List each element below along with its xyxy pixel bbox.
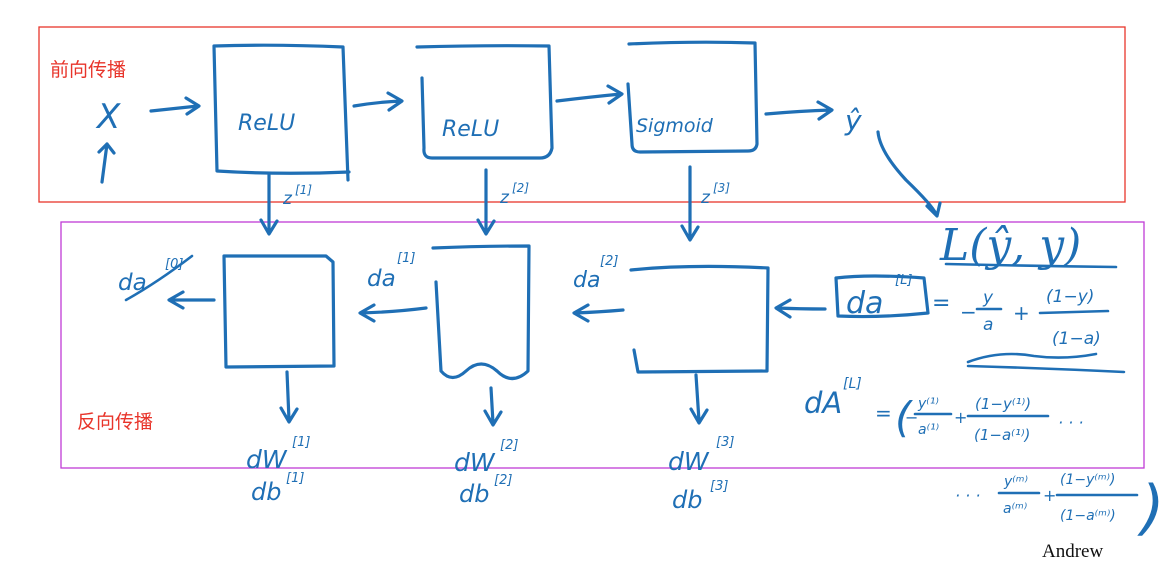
input-x: X [95,97,121,137]
dA-t3-num: y⁽ᵐ⁾ [1003,474,1028,490]
input-arrow-up [97,142,116,184]
forward-box-2-label: ReLU [442,117,499,142]
backward-da-L: da [846,286,883,321]
formula-t2-bar [1038,309,1110,315]
grad-db-2: db [459,480,489,508]
arrow-yhat-to-loss [876,130,942,218]
dA-dots-1: · · · [1058,413,1083,432]
grad-arrow-3 [689,373,709,425]
dA-t2-den: (1−a⁽¹⁾) [974,426,1030,444]
cache-z-3: z [700,188,711,208]
arrow-daL-to-box3 [774,298,827,319]
formula-minus: − [960,300,977,324]
dA-plus-2: + [1043,486,1056,505]
arrow-relu1-to-relu2 [352,91,404,112]
dA-open-paren: ( [895,393,913,442]
dA-minus-1: − [905,408,918,427]
grad-dw-3: dW [668,447,710,476]
forward-box-1-label: ReLU [238,111,295,136]
cache-z-3-sup: [3] [713,181,730,195]
dA-formula: dA [L] = ( − y⁽¹⁾ a⁽¹⁾ + (1−y⁽¹⁾) (1−a⁽¹… [804,376,1164,543]
forward-section-caption: 前向传播 [50,59,126,81]
forward-section-frame [38,26,1126,203]
forward-box-2 [415,44,554,160]
grad-dw-1: dW [246,445,288,474]
grad-db-1: db [251,478,281,506]
formula-t1-den: a [983,315,993,335]
dA-t3-den: a⁽ᵐ⁾ [1003,501,1027,517]
formula-scribble-underline [966,352,1126,374]
backward-section-frame [60,221,1145,469]
dA-label: dA [804,386,842,420]
backward-da-0-sup: [0] [165,257,183,272]
grad-db-3: db [672,486,702,514]
grad-arrow-2 [483,386,503,427]
dA-close-paren: ) [1137,473,1164,543]
output-yhat: ŷ [844,104,862,137]
dA-plus-1: + [954,408,967,427]
cache-arrow-1 [259,173,279,236]
dA-t4-num: (1−y⁽ᵐ⁾) [1060,472,1115,488]
daL-frame [834,274,930,319]
formula-eq: = [932,291,950,316]
backward-da-1: da [367,266,396,292]
dA-dots-2: · · · [955,486,980,505]
author-credit: Andrew [1042,541,1103,562]
arrow-x-to-relu1 [149,96,201,116]
formula-t2-num: (1−y) [1046,287,1094,307]
grad-dw-3-sup: [3] [716,435,734,450]
dA-sup: [L] [843,376,862,392]
grad-dw-1-sup: [1] [292,435,310,450]
cache-z-1-sup: [1] [295,183,312,197]
arrow-relu2-to-sigmoid [555,84,624,105]
forward-box-1 [212,43,351,182]
loss-function: L(ŷ, y) [939,220,1081,271]
cache-z-2-sup: [2] [512,181,529,195]
daL-formula: = − y a + (1−y) (1−a) [932,287,1126,374]
dA-t1-num: y⁽¹⁾ [917,396,939,412]
cache-z-1: z [282,189,293,209]
dA-eq: = [875,401,892,425]
grad-db-2-sup: [2] [494,473,512,488]
loss-underline [944,262,1118,269]
cache-arrow-2 [476,168,496,236]
backward-box-1 [222,254,336,369]
arrow-box2-to-box1 [358,303,428,323]
arrow-sigmoid-to-yhat [764,100,834,121]
da0-strike-out [124,254,194,302]
grad-db-1-sup: [1] [286,471,304,486]
cache-z-2: z [499,188,510,208]
backward-da-0: da [118,270,147,296]
backward-section-caption: 反向传播 [77,411,153,433]
formula-plus: + [1013,301,1030,325]
grad-arrow-1 [279,370,299,424]
arrow-box1-to-da0 [167,290,216,310]
formula-t1-num: y [982,288,994,308]
formula-t2-den: (1−a) [1052,329,1101,349]
dA-t2-num: (1−y⁽¹⁾) [975,395,1031,413]
grad-dw-2: dW [454,448,496,477]
forward-box-3 [626,40,759,154]
forward-box-3-label: Sigmoid [636,115,714,137]
backward-da-1-sup: [1] [397,251,415,266]
backward-da-2: da [573,268,600,293]
backward-box-3 [629,264,770,374]
grad-dw-2-sup: [2] [500,438,518,453]
cache-arrow-3 [680,165,700,242]
backward-box-2 [431,244,531,381]
dA-t1-den: a⁽¹⁾ [918,422,939,438]
backward-da-L-sup: [L] [895,273,912,288]
arrow-box3-to-box2 [572,303,625,323]
backward-da-2-sup: [2] [600,254,618,269]
grad-db-3-sup: [3] [710,479,728,494]
dA-t4-den: (1−a⁽ᵐ⁾) [1060,508,1116,524]
